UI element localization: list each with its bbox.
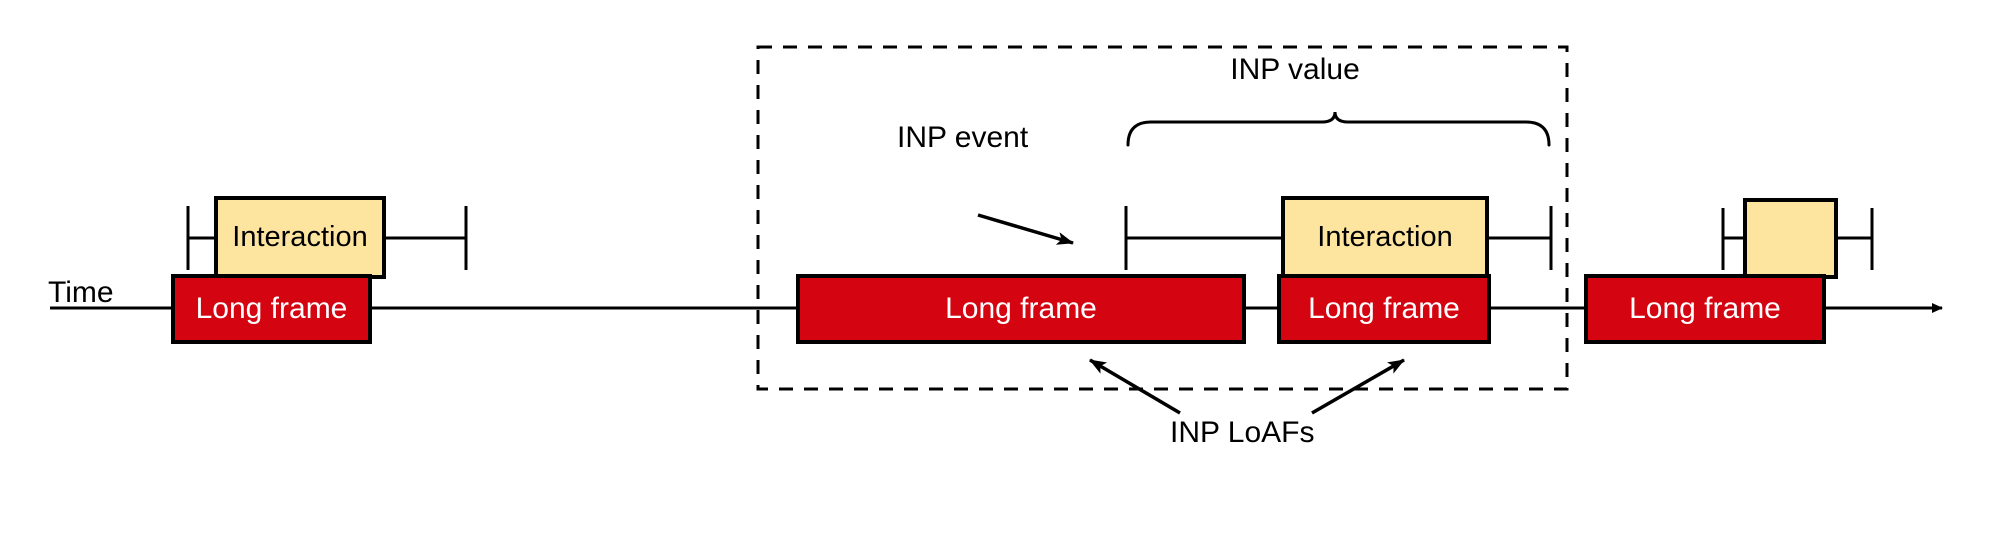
long-frame-label: Long frame xyxy=(1629,292,1781,325)
interaction-box[interactable] xyxy=(1281,196,1489,279)
annotation-arrows xyxy=(977,213,1405,415)
inp-loafs-label: INP LoAFs xyxy=(1170,416,1315,449)
inp-loafs-arrow-left xyxy=(1089,358,1181,415)
inp-event-arrow xyxy=(977,213,1074,245)
inp-value-brace xyxy=(1126,111,1551,147)
inp-group-dashed-box xyxy=(756,45,1569,391)
long-frame-box[interactable] xyxy=(796,274,1246,344)
long-frame-label: Long frame xyxy=(945,292,1097,325)
interaction-whiskers xyxy=(186,206,1874,270)
long-frame-box[interactable] xyxy=(1584,274,1826,344)
inp-event-label: INP event xyxy=(897,121,1029,154)
interaction-box[interactable] xyxy=(214,196,386,279)
long-frame-label: Long frame xyxy=(195,292,348,325)
interaction-label xyxy=(1745,200,1836,277)
interaction-box[interactable] xyxy=(1743,198,1838,279)
long-frame-box[interactable] xyxy=(1277,274,1491,344)
inp-loafs-arrow-right xyxy=(1311,358,1405,415)
interaction-label: Interaction xyxy=(232,221,368,253)
long-frame-boxes xyxy=(171,274,1826,344)
interaction-boxes xyxy=(214,196,1838,279)
inp-value-label: INP value xyxy=(1230,53,1360,86)
interaction-label: Interaction xyxy=(1317,221,1453,253)
long-frame-label: Long frame xyxy=(1308,292,1460,325)
time-axis-label: Time xyxy=(48,276,114,309)
long-frame-box[interactable] xyxy=(171,274,372,344)
